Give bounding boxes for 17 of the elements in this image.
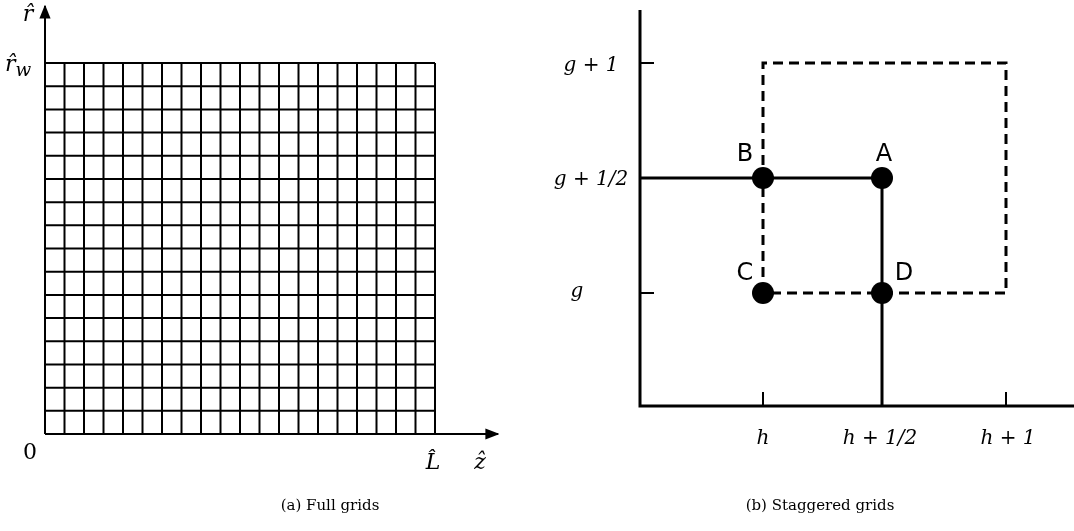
point-label: B [736,141,754,165]
caption: (b) Staggered grids [745,497,895,513]
tick-label: h + 1/2 [842,427,918,447]
point-label: D [894,260,914,284]
point-label: C [736,260,754,284]
origin-label: 0 [23,441,37,463]
tick-label: h [756,427,770,447]
axis-label: ẑ [474,451,486,473]
tick-label: h + 1 [980,427,1036,447]
point-label: A [875,141,893,165]
axis-label: r̂$_{w}$ [4,52,32,80]
axis-label: r̂ [22,3,34,25]
tick-label: g + 1/2 [553,168,629,188]
axis-label: L̂ [425,451,441,473]
tick-label: g + 1 [563,54,619,74]
tick-label: g [570,280,584,300]
caption: (a) Full grids [280,497,380,513]
